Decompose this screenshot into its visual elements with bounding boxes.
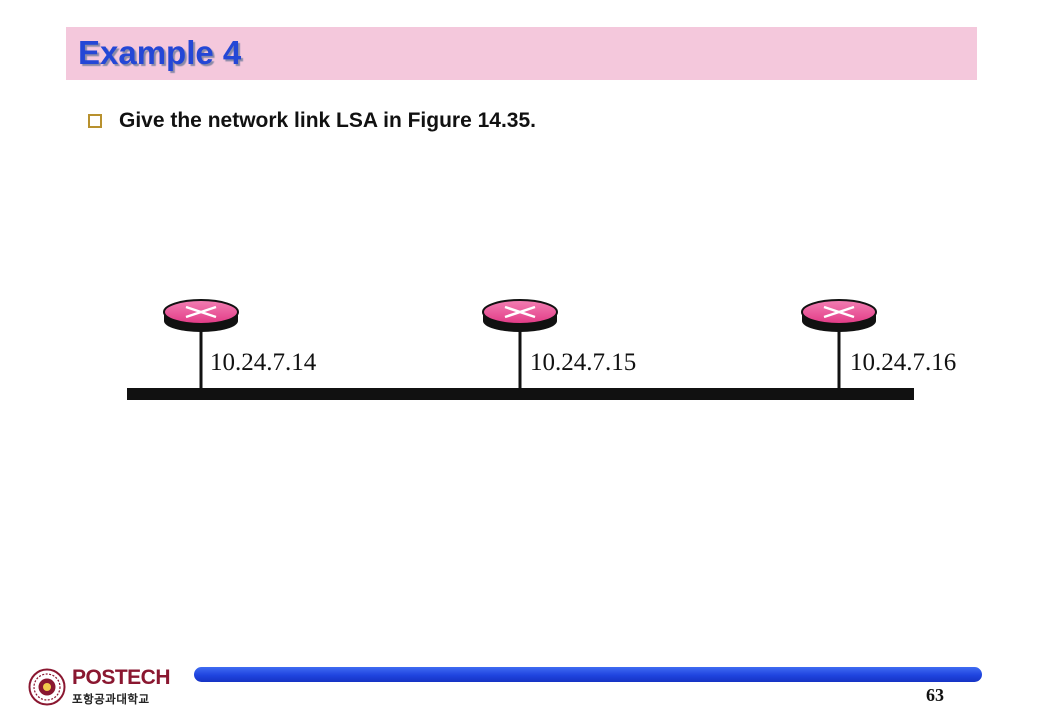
square-bullet-icon bbox=[88, 114, 102, 128]
slide-title: Example 4 bbox=[78, 34, 242, 71]
router-3-ip: 10.24.7.16 bbox=[850, 349, 956, 376]
logo-korean-text: 포항공과대학교 bbox=[72, 692, 150, 706]
bullet-item: Give the network link LSA in Figure 14.3… bbox=[88, 107, 536, 135]
router-3 bbox=[801, 299, 877, 389]
router-2-ip: 10.24.7.15 bbox=[530, 349, 636, 376]
postech-logo: POSTECH 포항공과대학교 bbox=[28, 664, 178, 710]
network-bus bbox=[127, 388, 914, 400]
logo-wordmark: POSTECH bbox=[72, 666, 171, 689]
router-1-ip: 10.24.7.14 bbox=[210, 349, 317, 376]
router-1 bbox=[163, 299, 239, 389]
router-x-icon bbox=[823, 305, 855, 319]
router-2 bbox=[482, 299, 558, 389]
router-x-icon bbox=[185, 305, 217, 319]
title-bar: Example 4 bbox=[66, 27, 977, 80]
postech-emblem-icon bbox=[28, 668, 66, 706]
router-x-icon bbox=[504, 305, 536, 319]
footer-bar bbox=[194, 667, 982, 682]
page-number: 63 bbox=[926, 685, 944, 705]
bullet-text: Give the network link LSA in Figure 14.3… bbox=[119, 109, 536, 132]
